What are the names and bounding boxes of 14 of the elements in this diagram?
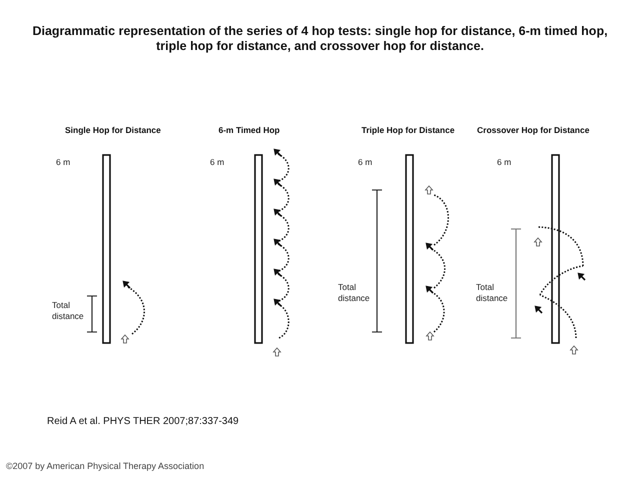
- citation-text: Reid A et al. PHYS THER 2007;87:337-349: [47, 416, 239, 428]
- panel-heading: Crossover Hop for Distance: [477, 125, 590, 135]
- measurement-label: Total distance: [476, 282, 508, 304]
- distance-label: 6 m: [56, 157, 70, 168]
- measurement-label: Total distance: [338, 282, 370, 304]
- panel-heading: Single Hop for Distance: [65, 125, 161, 135]
- distance-label: 6 m: [358, 157, 372, 168]
- copyright-text: ©2007 by American Physical Therapy Association: [6, 461, 204, 472]
- panel-heading: Triple Hop for Distance: [362, 125, 455, 135]
- figure-title: Diagrammatic representation of the series of 4 hop tests: single hop for distance, 6-m timed hop, triple hop for distance, and crossover hop for distance.: [31, 24, 609, 54]
- distance-label: 6 m: [497, 157, 512, 168]
- measurement-label: Total distance: [52, 300, 84, 322]
- distance-label: 6 m: [210, 157, 224, 168]
- panel-heading: 6-m Timed Hop: [218, 125, 280, 135]
